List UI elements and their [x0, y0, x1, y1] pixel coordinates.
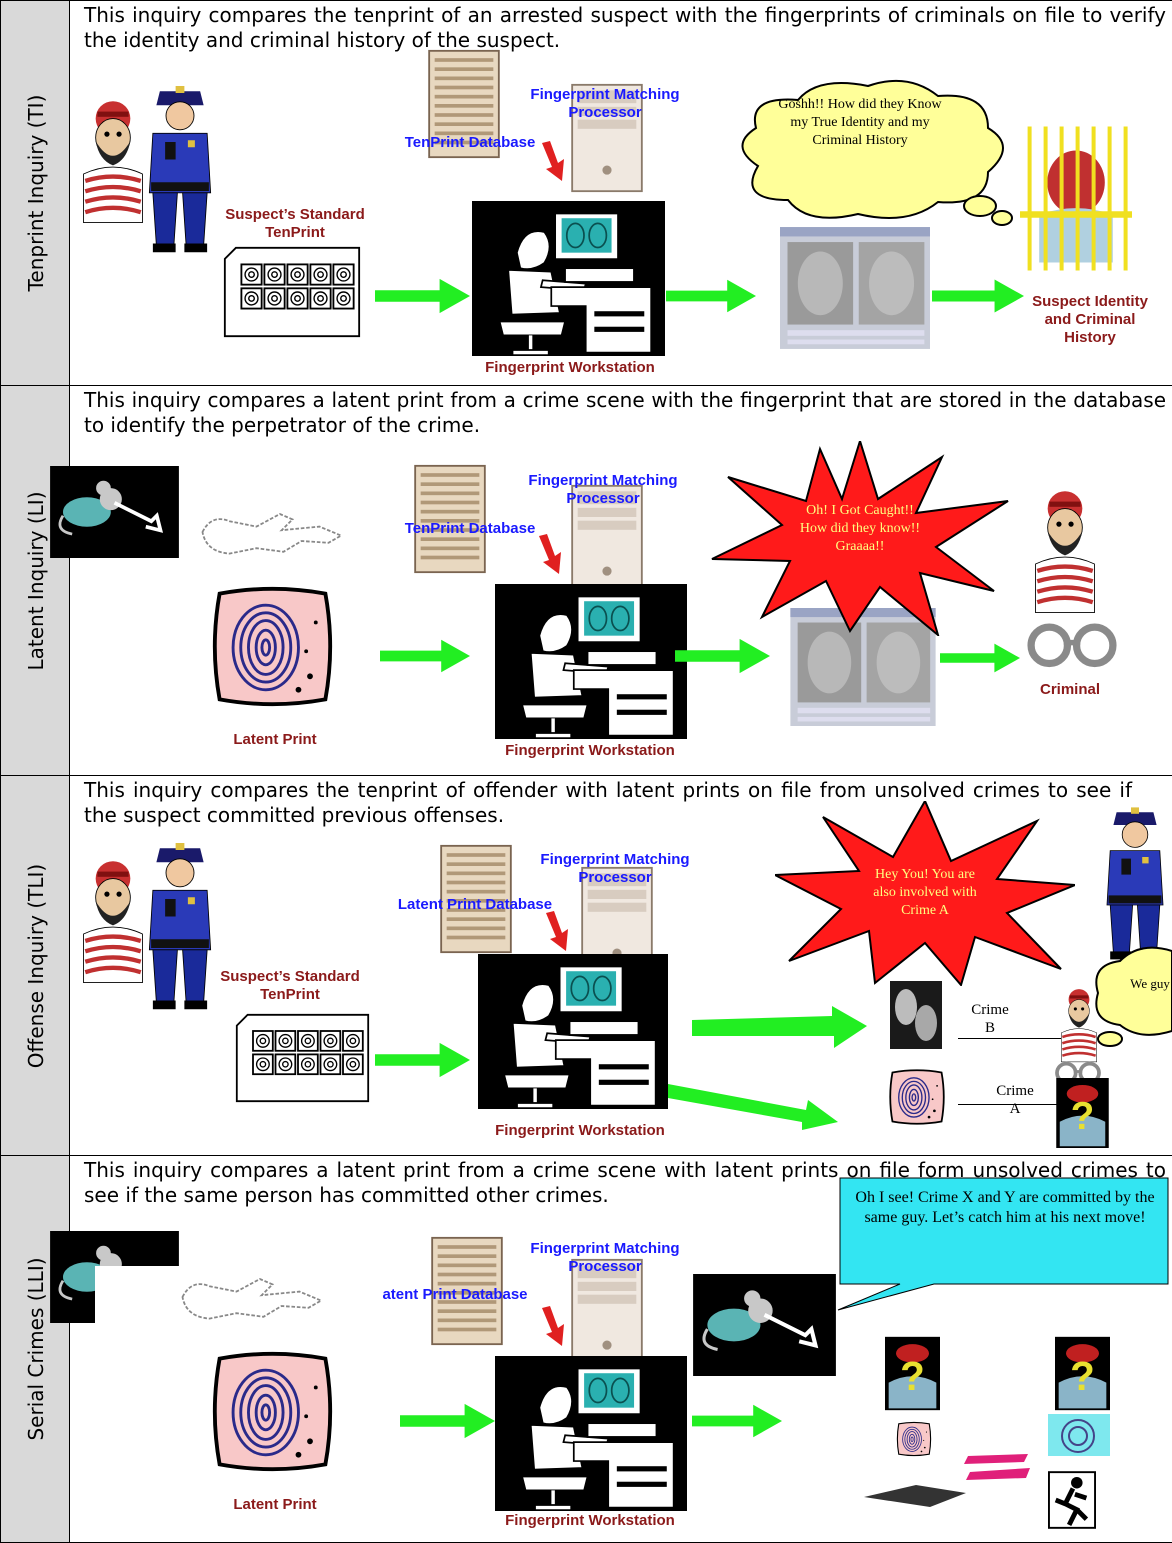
workstation-label: Fingerprint Workstation [505, 742, 675, 759]
red-arrow-icon [538, 141, 568, 181]
green-arrow-icon [940, 638, 1020, 678]
latent-print-icon [210, 1349, 335, 1474]
explosion-bubble-text: Oh! I Got Caught!! How did they know!! G… [799, 503, 921, 554]
processor-label: Fingerprint Matching Processor [530, 1240, 680, 1275]
database-label: atent Print Database [382, 1286, 528, 1303]
mouse-criminal-icon [42, 466, 187, 558]
unknown-person-icon [1055, 1078, 1110, 1148]
thought-cloud-icon [741, 79, 1013, 226]
green-arrow-icon [375, 1040, 470, 1080]
red-arrow-icon [542, 911, 572, 951]
row-body: This inquiry compares a latent print fro… [70, 1156, 1172, 1542]
crime-b-label: Crime B [971, 1002, 1009, 1036]
row-body: This inquiry compares a latent print fro… [70, 386, 1172, 775]
processor-label: Fingerprint Matching Processor [528, 472, 678, 507]
tenprint-card-icon [222, 246, 362, 338]
row-header: Offense Inquiry (TLI) [0, 776, 70, 1155]
unknown-person-icon [1055, 1336, 1110, 1411]
thought-cloud-icon [1095, 946, 1172, 1047]
row-header: Serial Crimes (LLI) [0, 1156, 70, 1542]
workstation-icon [495, 584, 687, 739]
latent-print-icon [888, 1068, 946, 1126]
tenprint-card-icon [235, 1012, 370, 1104]
chalk-outline-icon [860, 1481, 970, 1511]
explosion-bubble-text: Hey You! You are also involved with Crim… [873, 867, 977, 918]
chalk-outline-icon [170, 1261, 330, 1333]
workstation-label: Fingerprint Workstation [495, 1122, 665, 1139]
row-description: This inquiry compares a latent print fro… [84, 388, 1166, 437]
connector-line [958, 1104, 1058, 1105]
unknown-person-icon [885, 1336, 940, 1411]
speech-callout-icon [837, 1177, 1169, 1311]
database-server-icon [413, 464, 487, 574]
processor-label: Fingerprint Matching Processor [540, 851, 690, 886]
row-tenprint-inquiry: Tenprint Inquiry (TI) This inquiry compa… [0, 0, 1172, 385]
running-thief-icon [1048, 1468, 1096, 1532]
row-latent-inquiry: Latent Inquiry (LI) This inquiry compare… [0, 385, 1172, 775]
green-arrow-icon [400, 1401, 495, 1441]
processor-label: Fingerprint Matching Processor [530, 86, 680, 121]
row-body: This inquiry compares the tenprint of of… [70, 776, 1172, 1155]
crime-a-label: Crime A [996, 1083, 1034, 1117]
tenprint-card-label: Suspect’s Standard TenPrint [225, 206, 365, 241]
latent-print-icon [210, 584, 335, 709]
chalk-outline-icon [190, 496, 350, 568]
match-screenshot-icon [780, 227, 930, 349]
latent-print-label: Latent Print [233, 731, 317, 748]
red-arrow-icon [538, 1306, 568, 1346]
row-header: Tenprint Inquiry (TI) [0, 1, 70, 385]
row-description: This inquiry compares the tenprint of of… [84, 778, 1132, 827]
connector-line [958, 1038, 1063, 1039]
workstation-icon [472, 201, 665, 356]
suspect-icon [78, 96, 148, 226]
green-arrow-icon [675, 636, 770, 676]
police-officer-icon [1098, 801, 1172, 961]
row-serial-crimes: Serial Crimes (LLI) This inquiry compare… [0, 1155, 1172, 1543]
green-arrow-icon [932, 276, 1024, 316]
database-label: TenPrint Database [404, 520, 536, 537]
latent-print-label: Latent Print [233, 1496, 317, 1513]
green-arrow-icon [375, 276, 470, 316]
suspect-icon [78, 856, 148, 986]
handcuffs-icon [1022, 616, 1122, 671]
red-arrow-icon [535, 534, 565, 574]
row-offense-inquiry: Offense Inquiry (TLI) This inquiry compa… [0, 775, 1172, 1155]
database-label: TenPrint Database [404, 134, 536, 151]
green-arrow-icon [668, 1084, 838, 1130]
thought-bubble-text: Goshh!! How did they Know my True Identi… [778, 97, 942, 148]
equals-sign-icon [964, 1454, 1030, 1480]
green-arrow-icon [380, 636, 470, 676]
explosion-bubble-icon [711, 441, 1009, 636]
result-label: Criminal [1039, 681, 1100, 698]
workstation-label: Fingerprint Workstation [485, 359, 655, 376]
database-label: Latent Print Database [397, 896, 553, 913]
latent-print-icon [896, 1421, 932, 1457]
result-label: Suspect Identity and Criminal History [1032, 293, 1148, 346]
jailed-suspect-icon [1020, 126, 1132, 271]
fingerprint-photo-icon [1048, 1414, 1110, 1456]
suspect-icon [1058, 986, 1100, 1064]
white-patch [95, 1266, 195, 1326]
tenprint-card-label: Suspect’s Standard TenPrint [220, 968, 360, 1003]
row-title: Offense Inquiry (TLI) [24, 863, 48, 1068]
workstation-icon [495, 1356, 687, 1511]
suspect-icon [1030, 486, 1100, 616]
explosion-bubble-icon [775, 801, 1075, 986]
row-description: This inquiry compares the tenprint of an… [84, 3, 1166, 52]
row-body: This inquiry compares the tenprint of an… [70, 1, 1172, 385]
green-arrow-icon [692, 1401, 782, 1441]
row-title: Tenprint Inquiry (TI) [24, 94, 48, 292]
fingerprint-photo-icon [890, 981, 942, 1049]
green-arrow-icon [692, 1006, 867, 1048]
green-arrow-icon [666, 276, 756, 316]
row-header: Latent Inquiry (LI) [0, 386, 70, 775]
thought-bubble-text: We guy [1130, 976, 1170, 991]
speech-callout-text: Oh I see! Crime X and Y are committed by… [855, 1189, 1155, 1226]
workstation-label: Fingerprint Workstation [505, 1512, 675, 1529]
workstation-icon [478, 954, 668, 1109]
